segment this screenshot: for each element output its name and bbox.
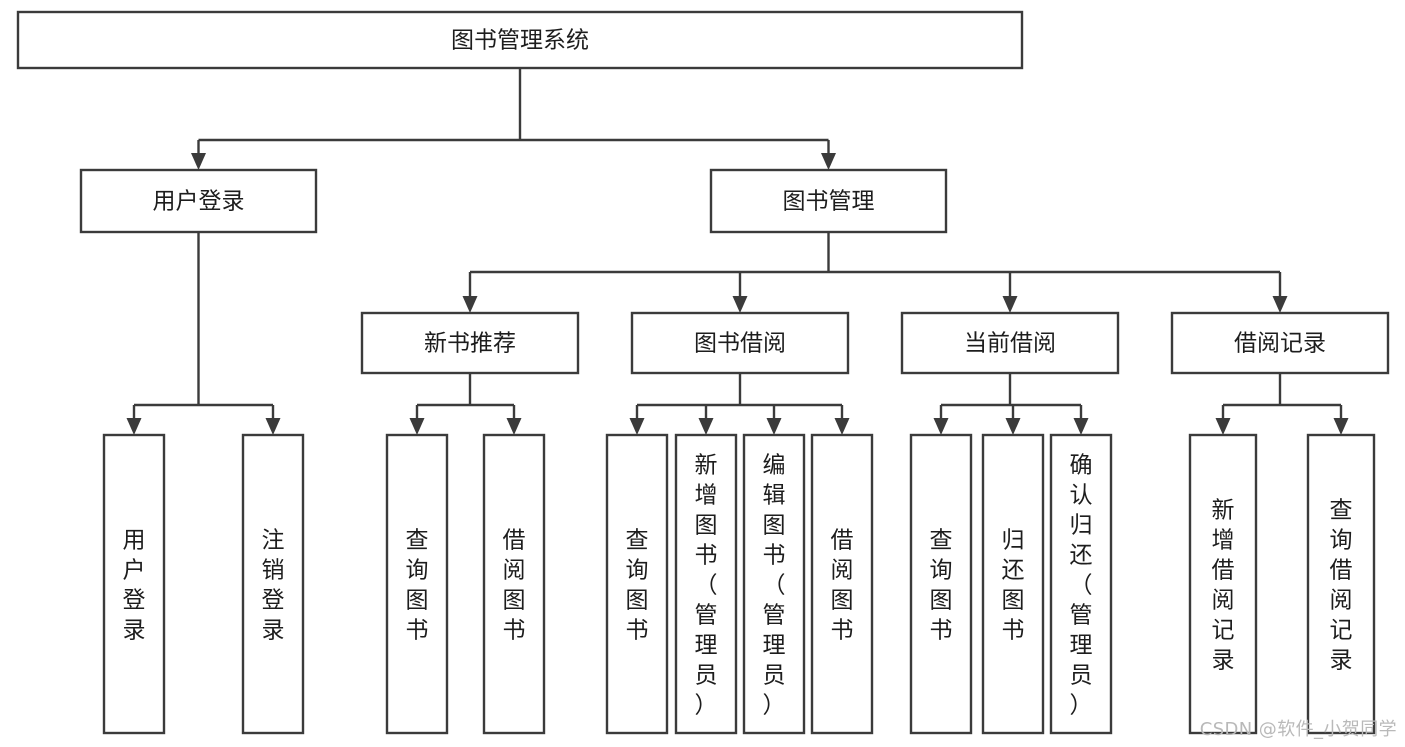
node-label: 用户登录	[153, 189, 245, 215]
arrow-head-icon	[1002, 296, 1018, 313]
node-label: 查询图书	[626, 527, 649, 643]
arrow-head-icon	[732, 296, 748, 313]
arrow-head-icon	[1272, 296, 1288, 313]
node-box[interactable]	[900, 311, 1120, 375]
node-leaf-7[interactable]: 借阅图书	[810, 433, 874, 735]
arrow-head-icon	[933, 418, 949, 435]
node-box[interactable]	[385, 433, 449, 735]
node-leaf-3[interactable]: 借阅图书	[482, 433, 546, 735]
arrow-head-icon	[462, 296, 478, 313]
arrow-head-icon	[409, 418, 425, 435]
arrow-head-icon	[821, 153, 836, 170]
arrow-head-icon	[698, 418, 714, 435]
node-box[interactable]	[674, 433, 738, 735]
node-leaf-11[interactable]: 新增借阅记录	[1188, 433, 1258, 735]
node-label: 查询图书	[406, 527, 429, 643]
node-label: 借阅图书	[503, 527, 526, 643]
node-label: 新书推荐	[424, 331, 516, 357]
node-leaf-6[interactable]: 编辑图书（管理员）	[742, 433, 806, 735]
node-leaf-4[interactable]: 查询图书	[605, 433, 669, 735]
node-label: 图书管理	[783, 189, 875, 215]
node-leaf-0[interactable]: 用户登录	[102, 433, 166, 735]
node-label: 当前借阅	[964, 331, 1056, 357]
node-l2-3[interactable]: 借阅记录	[1170, 311, 1390, 375]
arrow-head-icon	[1333, 418, 1349, 435]
arrow-head-icon	[1215, 418, 1231, 435]
node-label: 新增图书（管理员）	[695, 452, 718, 718]
node-box[interactable]	[79, 168, 318, 234]
node-label: 归还图书	[1002, 527, 1025, 643]
node-box[interactable]	[810, 433, 874, 735]
node-label: 注销登录	[262, 527, 285, 643]
node-leaf-10[interactable]: 确认归还（管理员）	[1049, 433, 1113, 735]
node-box[interactable]	[630, 311, 850, 375]
node-box[interactable]	[1170, 311, 1390, 375]
node-box[interactable]	[1049, 433, 1113, 735]
node-label: 用户登录	[123, 527, 146, 643]
arrow-head-icon	[629, 418, 645, 435]
arrow-head-icon	[766, 418, 782, 435]
node-label: 新增借阅记录	[1212, 497, 1235, 673]
arrow-head-icon	[834, 418, 850, 435]
node-box[interactable]	[102, 433, 166, 735]
node-label: 确认归还（管理员）	[1070, 452, 1093, 718]
node-leaf-12[interactable]: 查询借阅记录	[1306, 433, 1376, 735]
node-leaf-5[interactable]: 新增图书（管理员）	[674, 433, 738, 735]
node-box[interactable]	[742, 433, 806, 735]
node-label: 借阅图书	[831, 527, 854, 643]
node-label: 查询图书	[930, 527, 953, 643]
arrow-head-icon	[1073, 418, 1089, 435]
node-l1-0[interactable]: 用户登录	[79, 168, 318, 234]
arrow-head-icon	[506, 418, 522, 435]
arrow-head-icon	[191, 153, 206, 170]
node-box[interactable]	[482, 433, 546, 735]
node-box[interactable]	[605, 433, 669, 735]
node-l2-1[interactable]: 图书借阅	[630, 311, 850, 375]
node-box[interactable]	[909, 433, 973, 735]
node-leaf-1[interactable]: 注销登录	[241, 433, 305, 735]
node-box[interactable]	[241, 433, 305, 735]
node-box[interactable]	[1306, 433, 1376, 735]
node-root-0[interactable]: 图书管理系统	[16, 10, 1024, 70]
node-leaf-9[interactable]: 归还图书	[981, 433, 1045, 735]
arrow-head-icon	[126, 418, 142, 435]
node-label: 查询借阅记录	[1330, 497, 1353, 673]
node-leaf-2[interactable]: 查询图书	[385, 433, 449, 735]
connectors-layer	[126, 68, 1349, 435]
node-box[interactable]	[1188, 433, 1258, 735]
node-label: 借阅记录	[1234, 331, 1326, 357]
node-box[interactable]	[981, 433, 1045, 735]
node-l1-1[interactable]: 图书管理	[709, 168, 948, 234]
node-l2-0[interactable]: 新书推荐	[360, 311, 580, 375]
node-box[interactable]	[16, 10, 1024, 70]
node-leaf-8[interactable]: 查询图书	[909, 433, 973, 735]
node-label: 图书管理系统	[451, 28, 589, 54]
arrow-head-icon	[1005, 418, 1021, 435]
nodes-layer: 图书管理系统用户登录图书管理新书推荐图书借阅当前借阅借阅记录用户登录注销登录查询…	[16, 10, 1390, 735]
node-label: 图书借阅	[694, 331, 786, 357]
arrow-head-icon	[265, 418, 281, 435]
node-l2-2[interactable]: 当前借阅	[900, 311, 1120, 375]
node-box[interactable]	[709, 168, 948, 234]
node-label: 编辑图书（管理员）	[763, 452, 786, 718]
node-box[interactable]	[360, 311, 580, 375]
